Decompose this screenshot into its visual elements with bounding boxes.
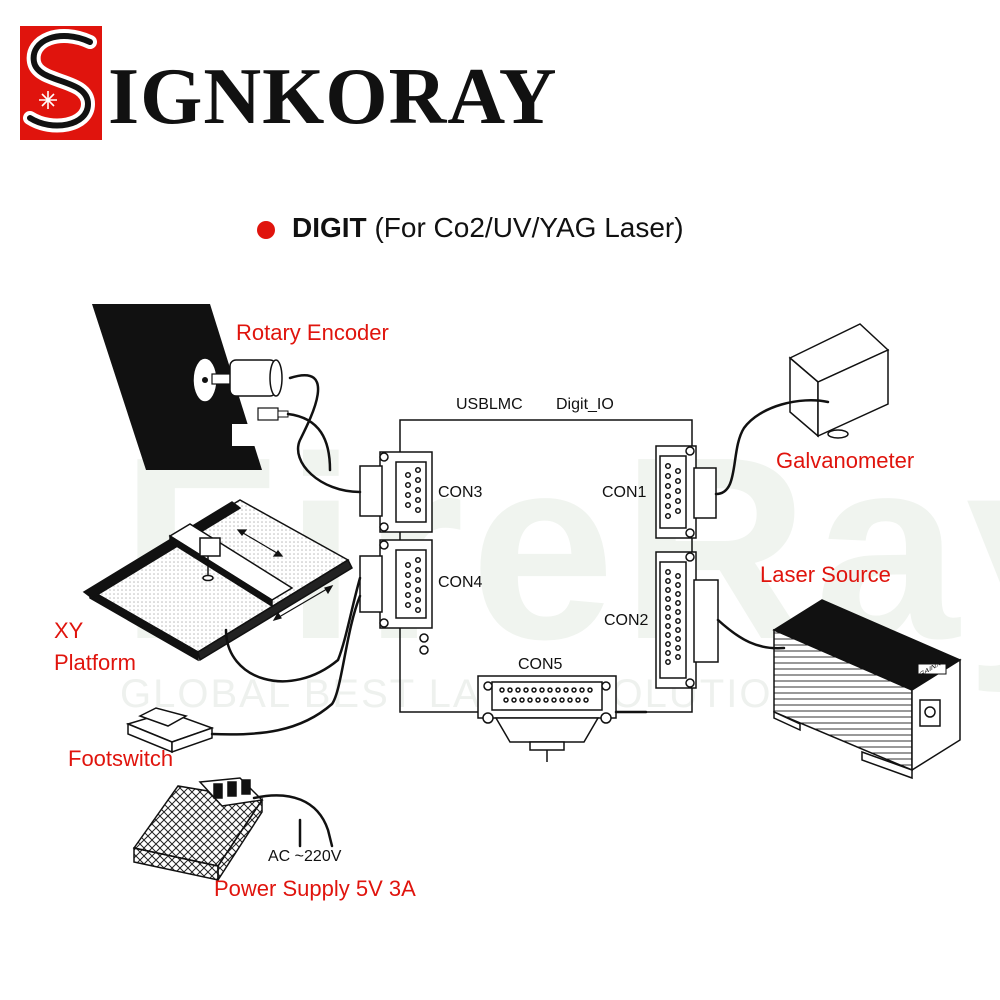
board-label-usblmc: USBLMC <box>456 396 523 413</box>
con1-connector <box>655 445 717 539</box>
con3-connector <box>359 451 433 533</box>
diagram-title: DIGIT (For Co2/UV/YAG Laser) <box>292 212 684 244</box>
ac-voltage-label: AC ~220V <box>268 848 342 865</box>
laser-source-device <box>772 599 962 780</box>
xy-platform-label-line1: XY <box>54 618 84 643</box>
laser-source-label: Laser Source <box>760 562 891 587</box>
title-bullet <box>257 221 275 239</box>
title-subtitle: (For Co2/UV/YAG Laser) <box>366 212 684 243</box>
cables <box>210 374 830 848</box>
con4-label: CON4 <box>438 574 483 591</box>
galvanometer-label: Galvanometer <box>776 448 915 473</box>
power-supply-device <box>132 777 264 883</box>
galvanometer-device <box>788 323 890 439</box>
rotary-encoder-label: Rotary Encoder <box>236 320 389 345</box>
rotary-encoder-device <box>92 304 289 470</box>
footswitch-label: Footswitch <box>68 746 174 771</box>
con5-connector <box>477 675 617 762</box>
con2-connector <box>655 551 719 689</box>
con2-label: CON2 <box>604 612 649 629</box>
con3-label: CON3 <box>438 484 483 501</box>
board-label-digit-io: Digit_IO <box>556 396 614 413</box>
footswitch-device <box>125 707 215 754</box>
xy-platform-device <box>82 499 353 662</box>
brand-logo-s-icon <box>20 26 102 140</box>
con5-label: CON5 <box>518 656 563 673</box>
con1-label: CON1 <box>602 484 647 501</box>
brand-wordmark: IGNKORAY <box>108 53 558 141</box>
power-supply-label: Power Supply 5V 3A <box>214 876 416 901</box>
title-model: DIGIT <box>292 212 367 243</box>
xy-platform-label-line2: Platform <box>54 650 136 675</box>
con4-connector <box>359 539 433 655</box>
